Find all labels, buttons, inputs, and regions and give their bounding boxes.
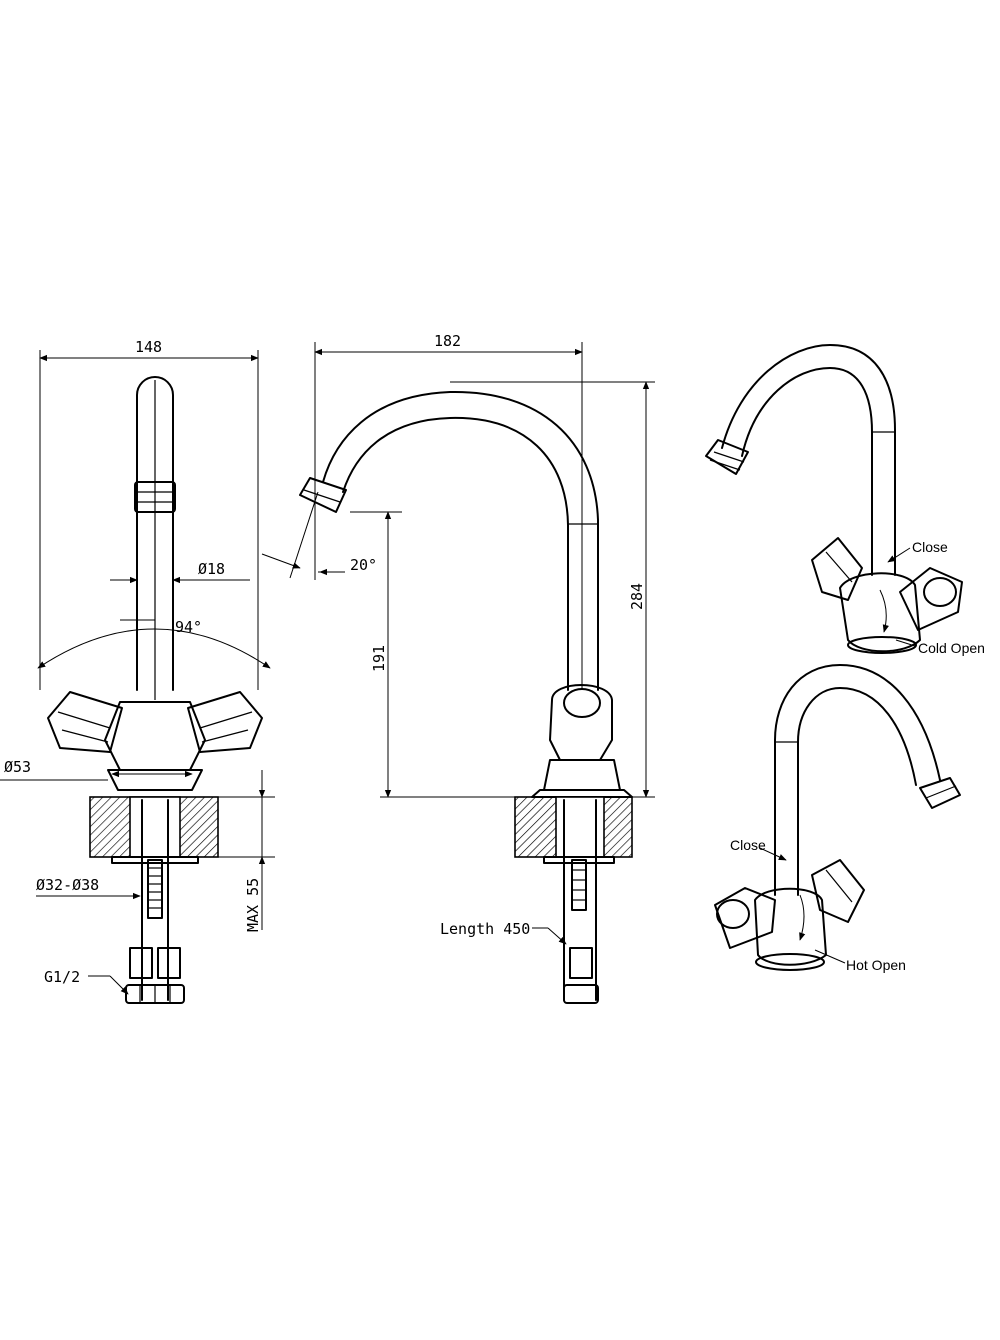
- dim-diameter-53: Ø53: [4, 758, 31, 776]
- dim-hose-length: Length 450: [440, 920, 530, 938]
- dim-width-148: 148: [135, 338, 162, 356]
- cold-close-label: Close: [912, 539, 948, 555]
- hot-close-label: Close: [730, 837, 766, 853]
- dim-thread-g12: G1/2: [44, 968, 80, 986]
- dim-height-191: 191: [370, 645, 388, 672]
- cold-open-label: Cold Open: [918, 640, 985, 656]
- dim-reach-182: 182: [434, 332, 461, 350]
- dim-angle-20: 20°: [350, 556, 377, 574]
- dim-max-55: MAX 55: [244, 878, 262, 932]
- hot-open-view: Close Hot Open: [714, 664, 961, 973]
- side-view: 182 20° 191 284 Length 450: [261, 332, 655, 1004]
- dim-diameter-32-38: Ø32-Ø38: [36, 876, 99, 894]
- hot-open-label: Hot Open: [846, 957, 906, 973]
- dim-diameter-18: Ø18: [198, 560, 225, 578]
- dim-angle-94: 94°: [175, 618, 202, 636]
- front-view: 148 Ø18 94° Ø53 Ø32-Ø38 MAX 55 G1/2: [0, 338, 275, 1004]
- dim-height-284: 284: [628, 583, 646, 610]
- cold-open-view: Close Cold Open: [705, 344, 985, 656]
